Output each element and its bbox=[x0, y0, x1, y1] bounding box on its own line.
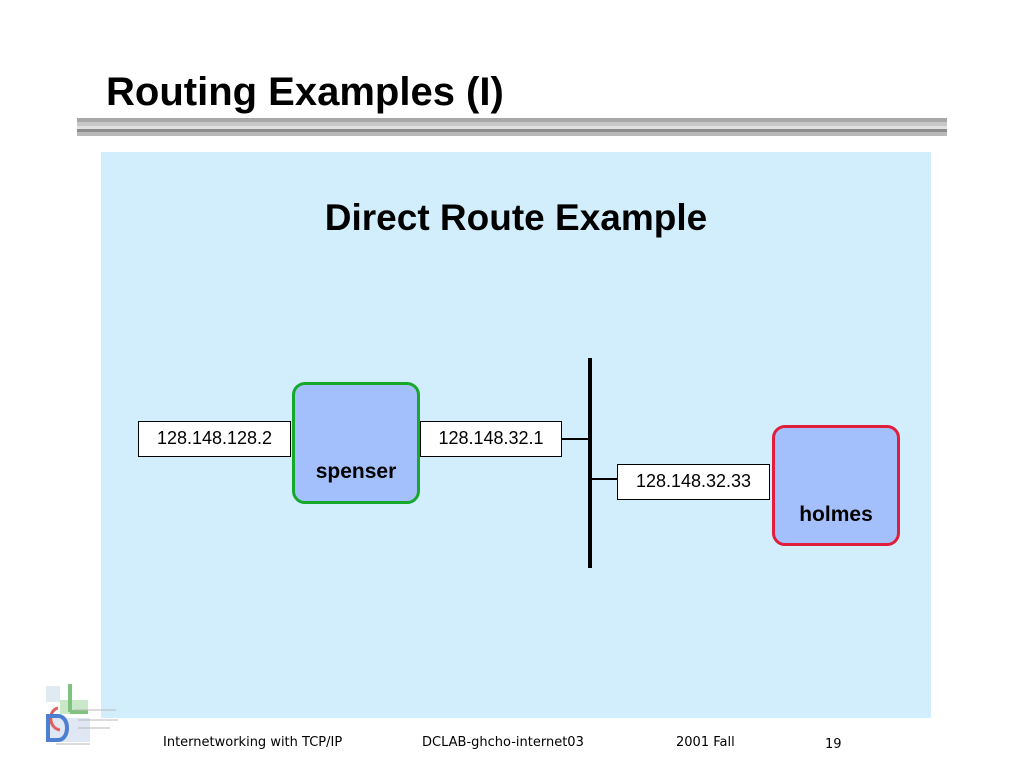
connector-spenser-bus bbox=[562, 438, 589, 440]
footer-page-number: 19 bbox=[825, 737, 842, 752]
host-label-holmes: holmes bbox=[799, 503, 873, 526]
host-spenser: spenser bbox=[292, 382, 420, 504]
slide-title: Routing Examples (I) bbox=[106, 70, 504, 114]
footer-lab-id: DCLAB-ghcho-internet03 bbox=[422, 735, 584, 750]
diagram-panel: Direct Route Example 128.148.128.2 spens… bbox=[101, 152, 931, 718]
connector-bus-holmes bbox=[591, 478, 617, 480]
title-underline bbox=[77, 118, 947, 136]
ip-address-holmes: 128.148.32.33 bbox=[617, 464, 770, 500]
footer-term: 2001 Fall bbox=[676, 735, 735, 750]
host-label-spenser: spenser bbox=[315, 460, 397, 483]
network-bus-line bbox=[588, 358, 592, 568]
diagram-title: Direct Route Example bbox=[324, 197, 708, 238]
footer-course-title: Internetworking with TCP/IP bbox=[163, 735, 343, 750]
ip-address-spenser-left: 128.148.128.2 bbox=[138, 421, 291, 457]
dclab-logo-icon bbox=[46, 684, 118, 745]
ip-address-spenser-right: 128.148.32.1 bbox=[420, 421, 562, 457]
host-holmes: holmes bbox=[772, 425, 900, 546]
